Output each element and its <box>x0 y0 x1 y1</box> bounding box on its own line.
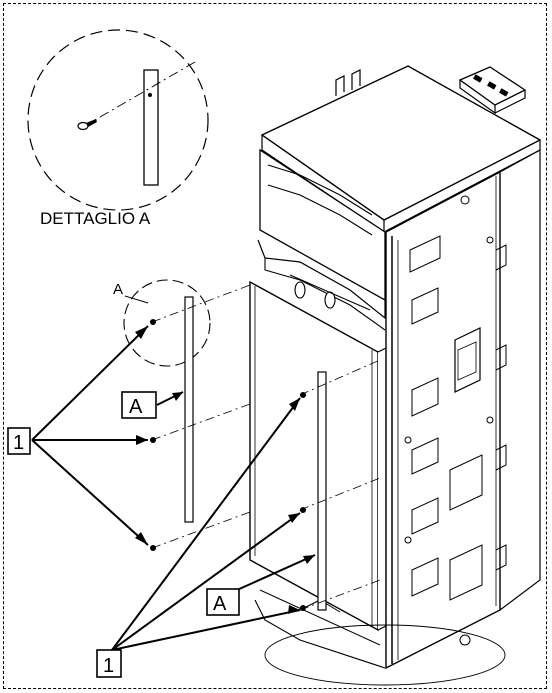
detail-title: DETTAGLIO A <box>40 209 151 228</box>
detail-a-view <box>27 29 209 211</box>
cabinet-body <box>249 65 542 686</box>
screw-icon <box>77 119 97 131</box>
ref-a-upper: A <box>129 396 143 418</box>
drawing-frame <box>3 3 547 689</box>
arrow-heads <box>135 326 315 614</box>
strip-left <box>184 296 194 523</box>
ref-a-lower: A <box>213 593 227 615</box>
callout-arrows <box>31 325 316 651</box>
callout-ref-a-lower: A <box>206 588 240 616</box>
callout-ref-a-upper: A <box>121 391 157 419</box>
control-panel <box>458 66 527 115</box>
callout-part-1-bottom: 1 <box>96 649 122 678</box>
part-number-bottom: 1 <box>103 655 114 677</box>
screws <box>150 319 306 611</box>
detail-circle-label: A <box>113 281 123 298</box>
detail-a-circle-marker <box>123 279 211 367</box>
strip-right <box>317 371 327 611</box>
callout-part-1-left: 1 <box>7 427 31 455</box>
part-number-left: 1 <box>13 432 24 454</box>
